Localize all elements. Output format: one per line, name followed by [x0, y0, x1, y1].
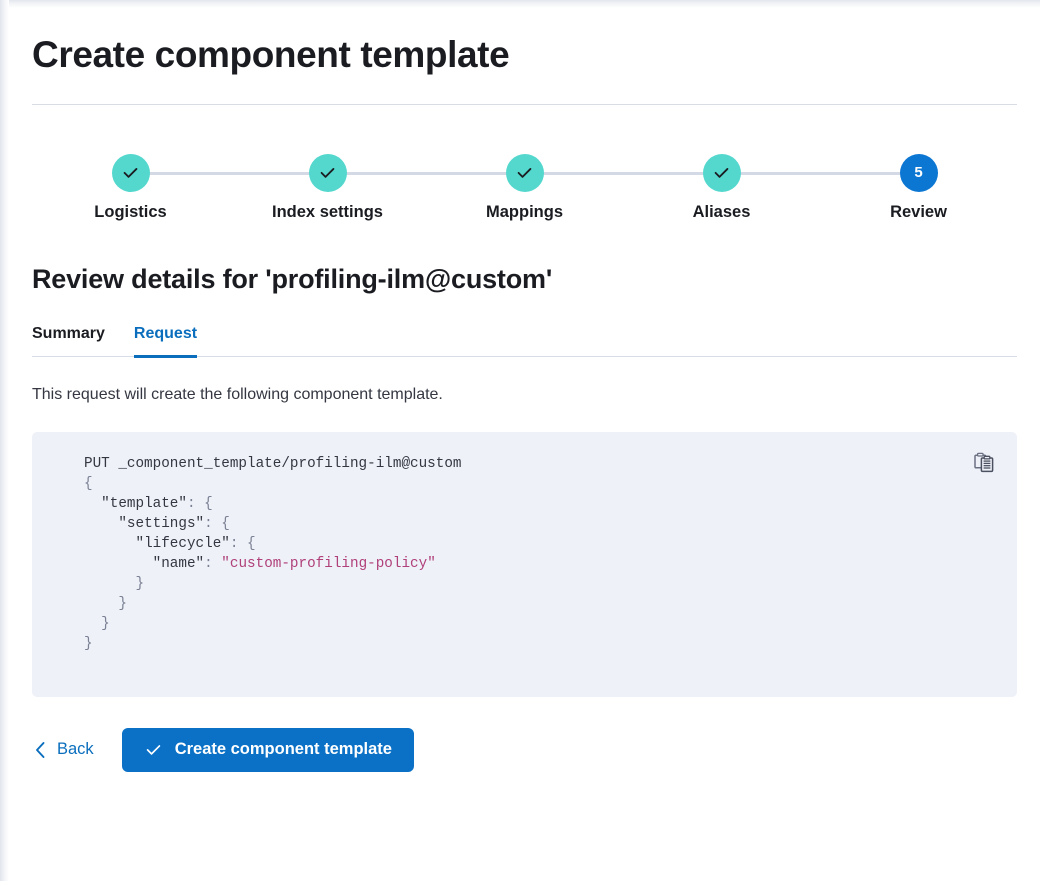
tab-summary[interactable]: Summary: [32, 325, 105, 358]
stepper-connector: [721, 171, 919, 175]
stepper-connector: [327, 171, 525, 175]
stepper-label-mappings: Mappings: [486, 202, 563, 221]
back-button-label: Back: [57, 740, 94, 759]
request-code-text: PUT _component_template/profiling-ilm@cu…: [84, 455, 462, 652]
step-status-complete-icon: [111, 153, 150, 192]
window-top-edge: [0, 0, 1040, 8]
flyout-header: Create component template: [9, 8, 1040, 105]
stepper-step-mappings[interactable]: Mappings: [426, 153, 722, 222]
tab-request[interactable]: Request: [133, 325, 198, 358]
step-status-complete-icon: [308, 153, 347, 192]
check-icon: [714, 168, 729, 178]
stepper-label-review: Review: [890, 202, 947, 221]
request-description: This request will create the following c…: [32, 385, 443, 403]
stepper-step-logistics[interactable]: Logistics: [32, 153, 328, 222]
stepper-label-logistics: Logistics: [94, 202, 167, 221]
stepper-connector: [524, 171, 722, 175]
stepper-label-index-settings: Index settings: [272, 202, 383, 221]
copy-to-clipboard-button[interactable]: [969, 448, 999, 478]
check-icon: [320, 168, 335, 178]
step-number: 5: [914, 164, 923, 182]
copy-clipboard-icon: [974, 452, 994, 473]
chevron-left-icon: [36, 741, 45, 758]
stepper-connector: [130, 171, 328, 175]
page-title: Create component template: [32, 34, 510, 75]
create-component-template-label: Create component template: [174, 740, 392, 759]
review-heading: Review details for 'profiling-ilm@custom…: [32, 263, 553, 294]
check-icon: [517, 168, 532, 178]
check-icon: [146, 745, 160, 755]
step-status-complete-icon: [505, 153, 544, 192]
back-button[interactable]: Back: [32, 734, 96, 765]
stepper-label-aliases: Aliases: [692, 202, 751, 221]
create-component-template-button[interactable]: Create component template: [121, 727, 414, 772]
header-divider: [32, 103, 1017, 105]
flyout-content: Create component template Logistics: [9, 8, 1040, 881]
stepper-step-aliases[interactable]: Aliases: [623, 153, 919, 222]
request-code-block: PUT _component_template/profiling-ilm@cu…: [32, 431, 1017, 697]
wizard-actions: Back Create component template: [9, 727, 1040, 772]
request-method-line: PUT _component_template/profiling-ilm@cu…: [84, 455, 462, 472]
wizard-stepper: Logistics Index settings Mappi: [9, 153, 1040, 222]
window-left-edge: [0, 0, 9, 881]
request-string-value: "custom-profiling-policy": [221, 555, 436, 572]
review-tabs: Summary Request: [9, 325, 1040, 358]
step-status-complete-icon: [702, 153, 741, 192]
step-status-current: 5: [899, 153, 938, 192]
stepper-step-index-settings[interactable]: Index settings: [229, 153, 525, 222]
stepper-step-review[interactable]: 5 Review: [820, 153, 1017, 222]
check-icon: [123, 168, 138, 178]
